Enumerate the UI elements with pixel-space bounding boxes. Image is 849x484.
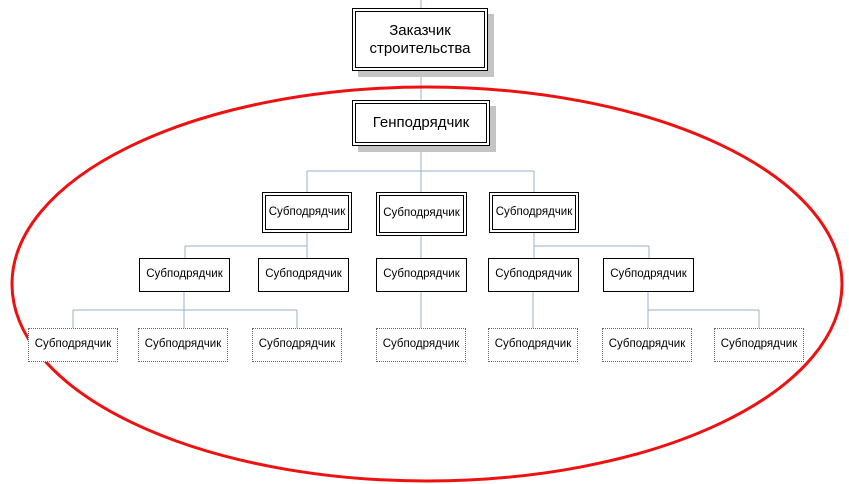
node-sub-l3-1-frame: Субподрядчик (265, 195, 349, 230)
node-sub-l5-6-label: Субподрядчик (608, 338, 686, 351)
node-sub-l3-2-label: Субподрядчик (383, 207, 460, 220)
node-sub-l4-3: Субподрядчик (376, 258, 467, 292)
node-sub-l5-2: Субподрядчик (138, 328, 228, 362)
red-highlight-ellipse (10, 85, 844, 483)
node-sub-l4-2-label: Субподрядчик (265, 268, 342, 281)
node-sub-l4-3-label: Субподрядчик (383, 268, 460, 281)
node-general-contractor: Генподрядчик (352, 100, 490, 146)
node-sub-l4-1-label: Субподрядчик (146, 268, 223, 281)
connector-lines (72, 0, 760, 328)
node-sub-l5-7-label: Субподрядчик (720, 338, 798, 351)
node-sub-l4-4: Субподрядчик (488, 258, 579, 292)
node-sub-l4-4-label: Субподрядчик (495, 268, 572, 281)
node-sub-l5-5: Субподрядчик (488, 328, 578, 362)
node-sub-l4-5-label: Субподрядчик (610, 268, 687, 281)
node-sub-l4-2: Субподрядчик (258, 258, 349, 292)
node-sub-l3-2: Субподрядчик (376, 192, 467, 236)
node-sub-l5-3-label: Субподрядчик (258, 338, 336, 351)
node-sub-l5-6: Субподрядчик (602, 328, 692, 362)
node-sub-l5-5-label: Субподрядчик (494, 338, 572, 351)
node-customer-label: Заказчик строительства (369, 21, 471, 57)
node-general-contractor-label: Генподрядчик (372, 114, 470, 131)
node-sub-l5-1-label: Субподрядчик (34, 338, 112, 351)
node-sub-l5-7: Субподрядчик (714, 328, 804, 362)
node-sub-l5-2-label: Субподрядчик (144, 338, 222, 351)
node-sub-l4-5: Субподрядчик (603, 258, 694, 292)
node-sub-l5-4: Субподрядчик (376, 328, 466, 362)
node-sub-l4-1: Субподрядчик (139, 258, 230, 292)
node-customer: Заказчик строительства (352, 8, 488, 71)
node-sub-l5-1: Субподрядчик (28, 328, 118, 362)
node-customer-frame: Заказчик строительства (355, 11, 485, 68)
node-sub-l3-3: Субподрядчик (489, 192, 579, 233)
node-general-contractor-frame: Генподрядчик (355, 103, 487, 143)
node-sub-l3-1: Субподрядчик (262, 192, 352, 233)
node-sub-l3-3-label: Субподрядчик (495, 205, 573, 218)
node-sub-l3-1-label: Субподрядчик (268, 205, 346, 218)
node-sub-l3-2-frame: Субподрядчик (379, 195, 464, 233)
node-sub-l5-3: Субподрядчик (252, 328, 342, 362)
node-sub-l3-3-frame: Субподрядчик (492, 195, 576, 230)
node-sub-l5-4-label: Субподрядчик (382, 338, 460, 351)
